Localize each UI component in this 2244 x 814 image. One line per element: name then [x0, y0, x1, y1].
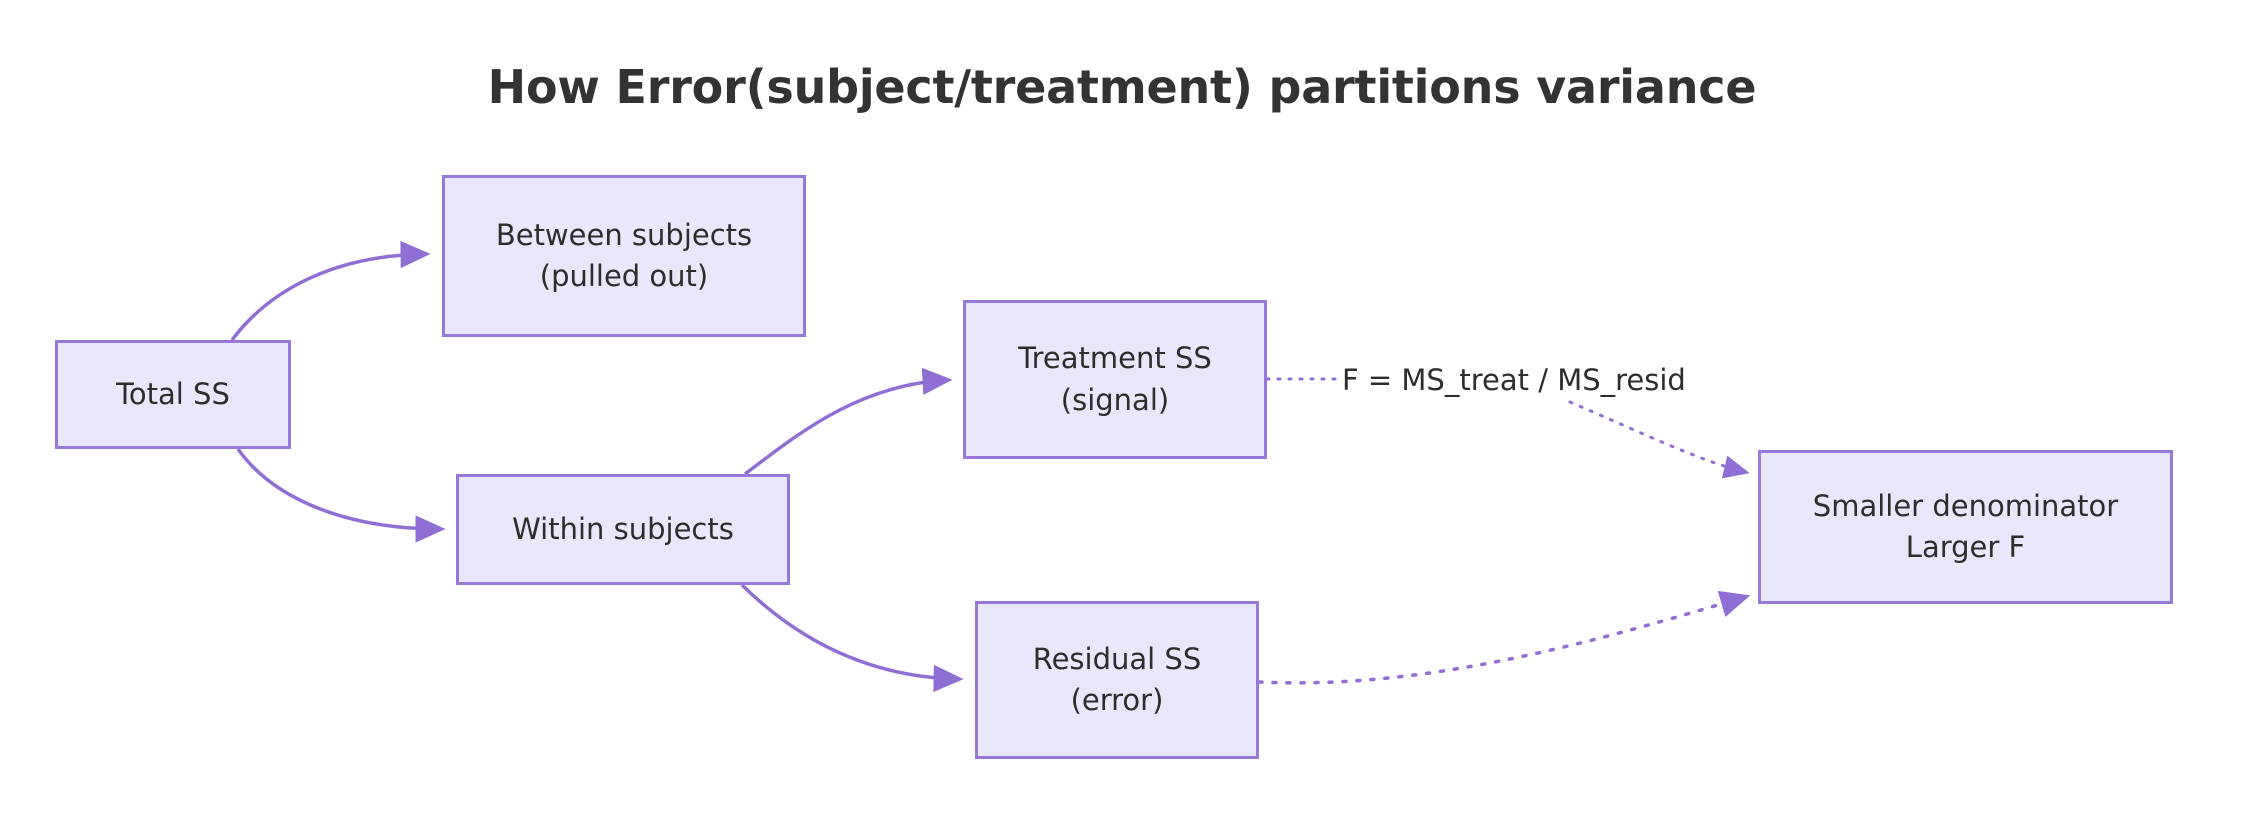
node-total-ss[interactable]: Total SS [55, 340, 291, 449]
node-residual-ss-label: Residual SS [1032, 641, 1202, 676]
page-title: How Error(subject/treatment) partitions … [487, 60, 1757, 114]
node-treatment-ss-label: Treatment SS [1018, 341, 1212, 376]
node-treatment-ss[interactable]: Treatment SS (signal) [963, 300, 1267, 459]
node-within-subjects-label: Within subjects [512, 511, 734, 546]
edge-within-to-treatment [743, 367, 953, 476]
node-between-subjects-sublabel: (pulled out) [539, 259, 709, 293]
node-within-subjects[interactable]: Within subjects [456, 474, 790, 585]
node-residual-ss[interactable]: Residual SS (error) [975, 601, 1259, 759]
node-residual-ss-sublabel: (error) [1070, 683, 1164, 717]
node-between-subjects[interactable]: Between subjects (pulled out) [442, 175, 806, 337]
edge-label-f-ratio: F = MS_treat / MS_resid [1340, 363, 1688, 397]
node-treatment-ss-sublabel: (signal) [1060, 382, 1170, 417]
edge-total-to-within [236, 447, 446, 543]
edge-residual-to-denominator [1257, 590, 1751, 685]
edge-treatment-to-denominator [1568, 400, 1750, 479]
node-smaller-denominator-sublabel: Larger F [1905, 530, 2026, 564]
node-smaller-denominator[interactable]: Smaller denominator Larger F [1758, 450, 2173, 604]
node-smaller-denominator-label: Smaller denominator [1812, 488, 2119, 523]
edge-within-to-residual [740, 583, 964, 693]
node-between-subjects-label: Between subjects [495, 217, 753, 252]
node-total-ss-label: Total SS [116, 376, 230, 411]
edge-total-to-between [230, 240, 431, 342]
